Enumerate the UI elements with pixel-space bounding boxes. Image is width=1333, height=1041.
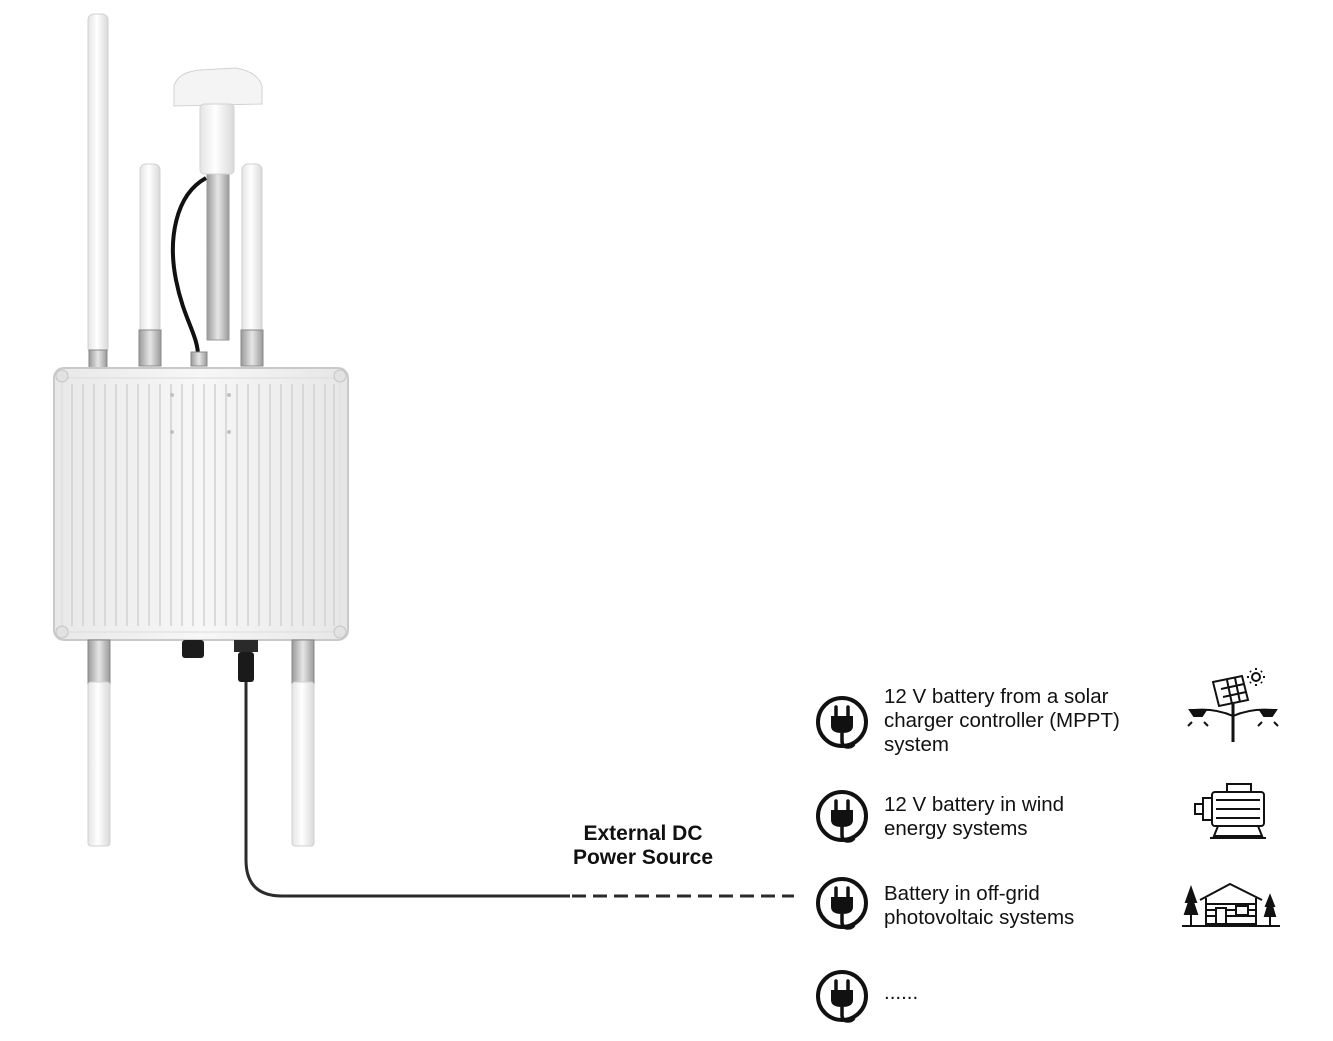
power-source-text: 12 V battery from a solar [884, 685, 1109, 708]
gateway-device [53, 367, 349, 641]
source-label-line-2: Power Source [572, 846, 714, 869]
power-source-item-wind: 12 V battery in wind energy systems [884, 793, 1064, 841]
power-source-item-offgrid: Battery in off-grid photovoltaic systems [884, 882, 1074, 930]
antenna-right [240, 163, 264, 367]
external-dc-power-source-label: External DC Power Source [548, 822, 738, 870]
motor-generator-icon [1194, 783, 1266, 839]
plug-icon [816, 696, 868, 749]
power-source-item-more: ...... [884, 981, 918, 1005]
cabin-in-forest-icon [1182, 882, 1280, 927]
power-source-text: system [884, 733, 949, 756]
plug-icon [816, 877, 868, 930]
power-source-text: charger controller (MPPT) [884, 709, 1120, 732]
bottom-antenna-right [291, 639, 315, 847]
power-source-text: 12 V battery in wind [884, 793, 1065, 816]
gps-antenna [170, 67, 263, 367]
power-cable [244, 682, 570, 898]
power-source-text: Battery in off-grid [884, 882, 1040, 905]
antenna-tall [87, 13, 109, 369]
cable-gland [182, 640, 204, 658]
power-source-text: ...... [884, 981, 919, 1004]
source-label-line-1: External DC [583, 822, 703, 845]
bottom-antenna-left [87, 639, 111, 847]
dc-power-connector [234, 640, 258, 682]
antenna-left [138, 163, 162, 367]
solar-panel-streetlight-icon [1187, 668, 1279, 742]
power-source-text: photovoltaic systems [884, 906, 1075, 929]
plug-icon [816, 790, 868, 843]
plug-icon [816, 970, 868, 1023]
power-source-item-solar: 12 V battery from a solar charger contro… [884, 685, 1120, 757]
power-source-text: energy systems [884, 817, 1028, 840]
